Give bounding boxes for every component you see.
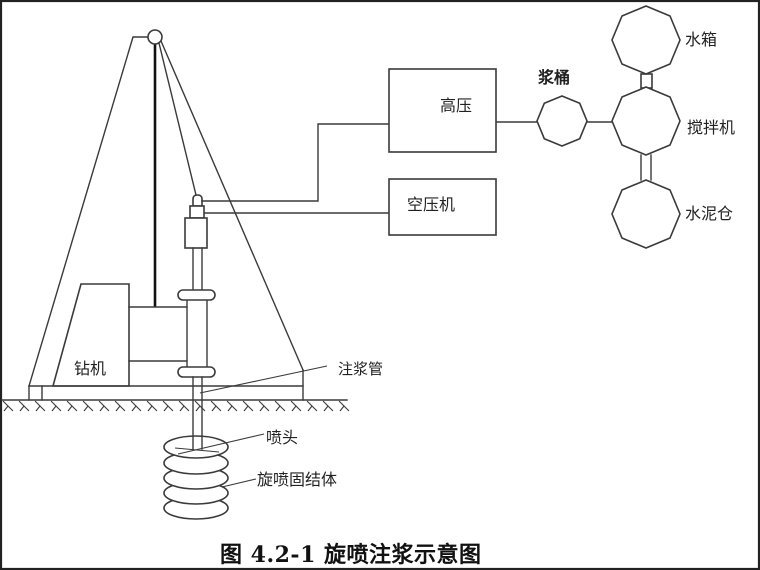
ground-hatch-mark <box>194 400 206 412</box>
nozzle-leader <box>177 433 265 455</box>
ground-hatch-mark <box>258 400 270 412</box>
drill-tower <box>28 29 304 401</box>
cement-silo-label: 水泥仓 <box>685 204 733 223</box>
swivel-cable <box>158 42 197 196</box>
slurry-tank: 浆桶 <box>536 68 588 147</box>
water-tank-label: 水箱 <box>685 30 717 49</box>
ground-hatch-mark <box>226 400 238 412</box>
ground-hatch-mark <box>178 400 190 412</box>
ground-hatch-mark <box>210 400 222 412</box>
water-to-mixer-connector <box>640 73 653 89</box>
mixer-octagon <box>611 86 681 156</box>
upper-clamp <box>177 289 216 301</box>
slurry-pipe <box>201 123 390 202</box>
ground-hatch-mark <box>34 400 46 412</box>
ground-hatch-mark <box>290 400 302 412</box>
air-compressor-label: 空压机 <box>407 195 455 214</box>
ground-hatch-mark <box>162 400 174 412</box>
pulley-icon <box>147 29 163 45</box>
cement-silo-octagon <box>611 179 681 249</box>
drill-string <box>174 194 220 453</box>
water-tank-octagon <box>611 5 681 75</box>
mixer-label: 搅拌机 <box>687 118 735 137</box>
mixing-station: 水箱 搅拌机 水泥仓 <box>611 5 735 249</box>
grout-body <box>163 435 229 520</box>
grout-pipe-leader <box>199 365 328 394</box>
tower-left-leg <box>28 36 149 387</box>
ground-hatch-mark <box>338 400 350 412</box>
drilling-rig: 钻机 <box>28 283 304 387</box>
ground-hatch-mark <box>18 400 30 412</box>
ground-hatch-mark <box>66 400 78 412</box>
slurry-tank-label: 浆桶 <box>537 68 570 87</box>
ground-hatch-mark <box>98 400 110 412</box>
high-pressure-pump-box <box>388 68 497 153</box>
swivel-body <box>184 217 208 249</box>
ground-hatch-mark <box>242 400 254 412</box>
high-pressure-pump: 高压 <box>388 68 497 153</box>
grout-disc-top <box>163 435 229 459</box>
ground-hatch-mark <box>306 400 318 412</box>
ground-hatch-mark <box>274 400 286 412</box>
ground-hatch-mark <box>146 400 158 412</box>
ground-hatch-mark <box>2 400 14 412</box>
lower-annotations: 注浆管 喷头 旋喷固结体 <box>177 360 383 489</box>
air-compressor-box <box>388 178 497 236</box>
drilling-rig-label: 钻机 <box>74 359 106 378</box>
ground-hatch-mark <box>82 400 94 412</box>
ground <box>1 399 350 412</box>
grout-body-leader <box>221 478 257 488</box>
lower-clamp <box>177 366 216 378</box>
ground-hatch-mark <box>114 400 126 412</box>
grout-pipe-label: 注浆管 <box>338 360 383 378</box>
tower-right-leg <box>160 40 304 371</box>
supply-pipes <box>201 121 613 214</box>
air-compressor: 空压机 <box>388 178 497 236</box>
ground-hatch-mark <box>50 400 62 412</box>
swivel-cap <box>192 194 203 207</box>
high-pressure-pump-label: 高压 <box>440 96 472 115</box>
figure-title: 图 4.2-1 旋喷注浆示意图 <box>220 542 482 568</box>
ground-hatch-mark <box>130 400 142 412</box>
nozzle-label: 喷头 <box>266 428 298 447</box>
slurry-tank-octagon <box>536 95 588 147</box>
ground-hatch-mark <box>322 400 334 412</box>
grout-body-label: 旋喷固结体 <box>257 470 337 489</box>
swivel-neck <box>189 205 205 219</box>
